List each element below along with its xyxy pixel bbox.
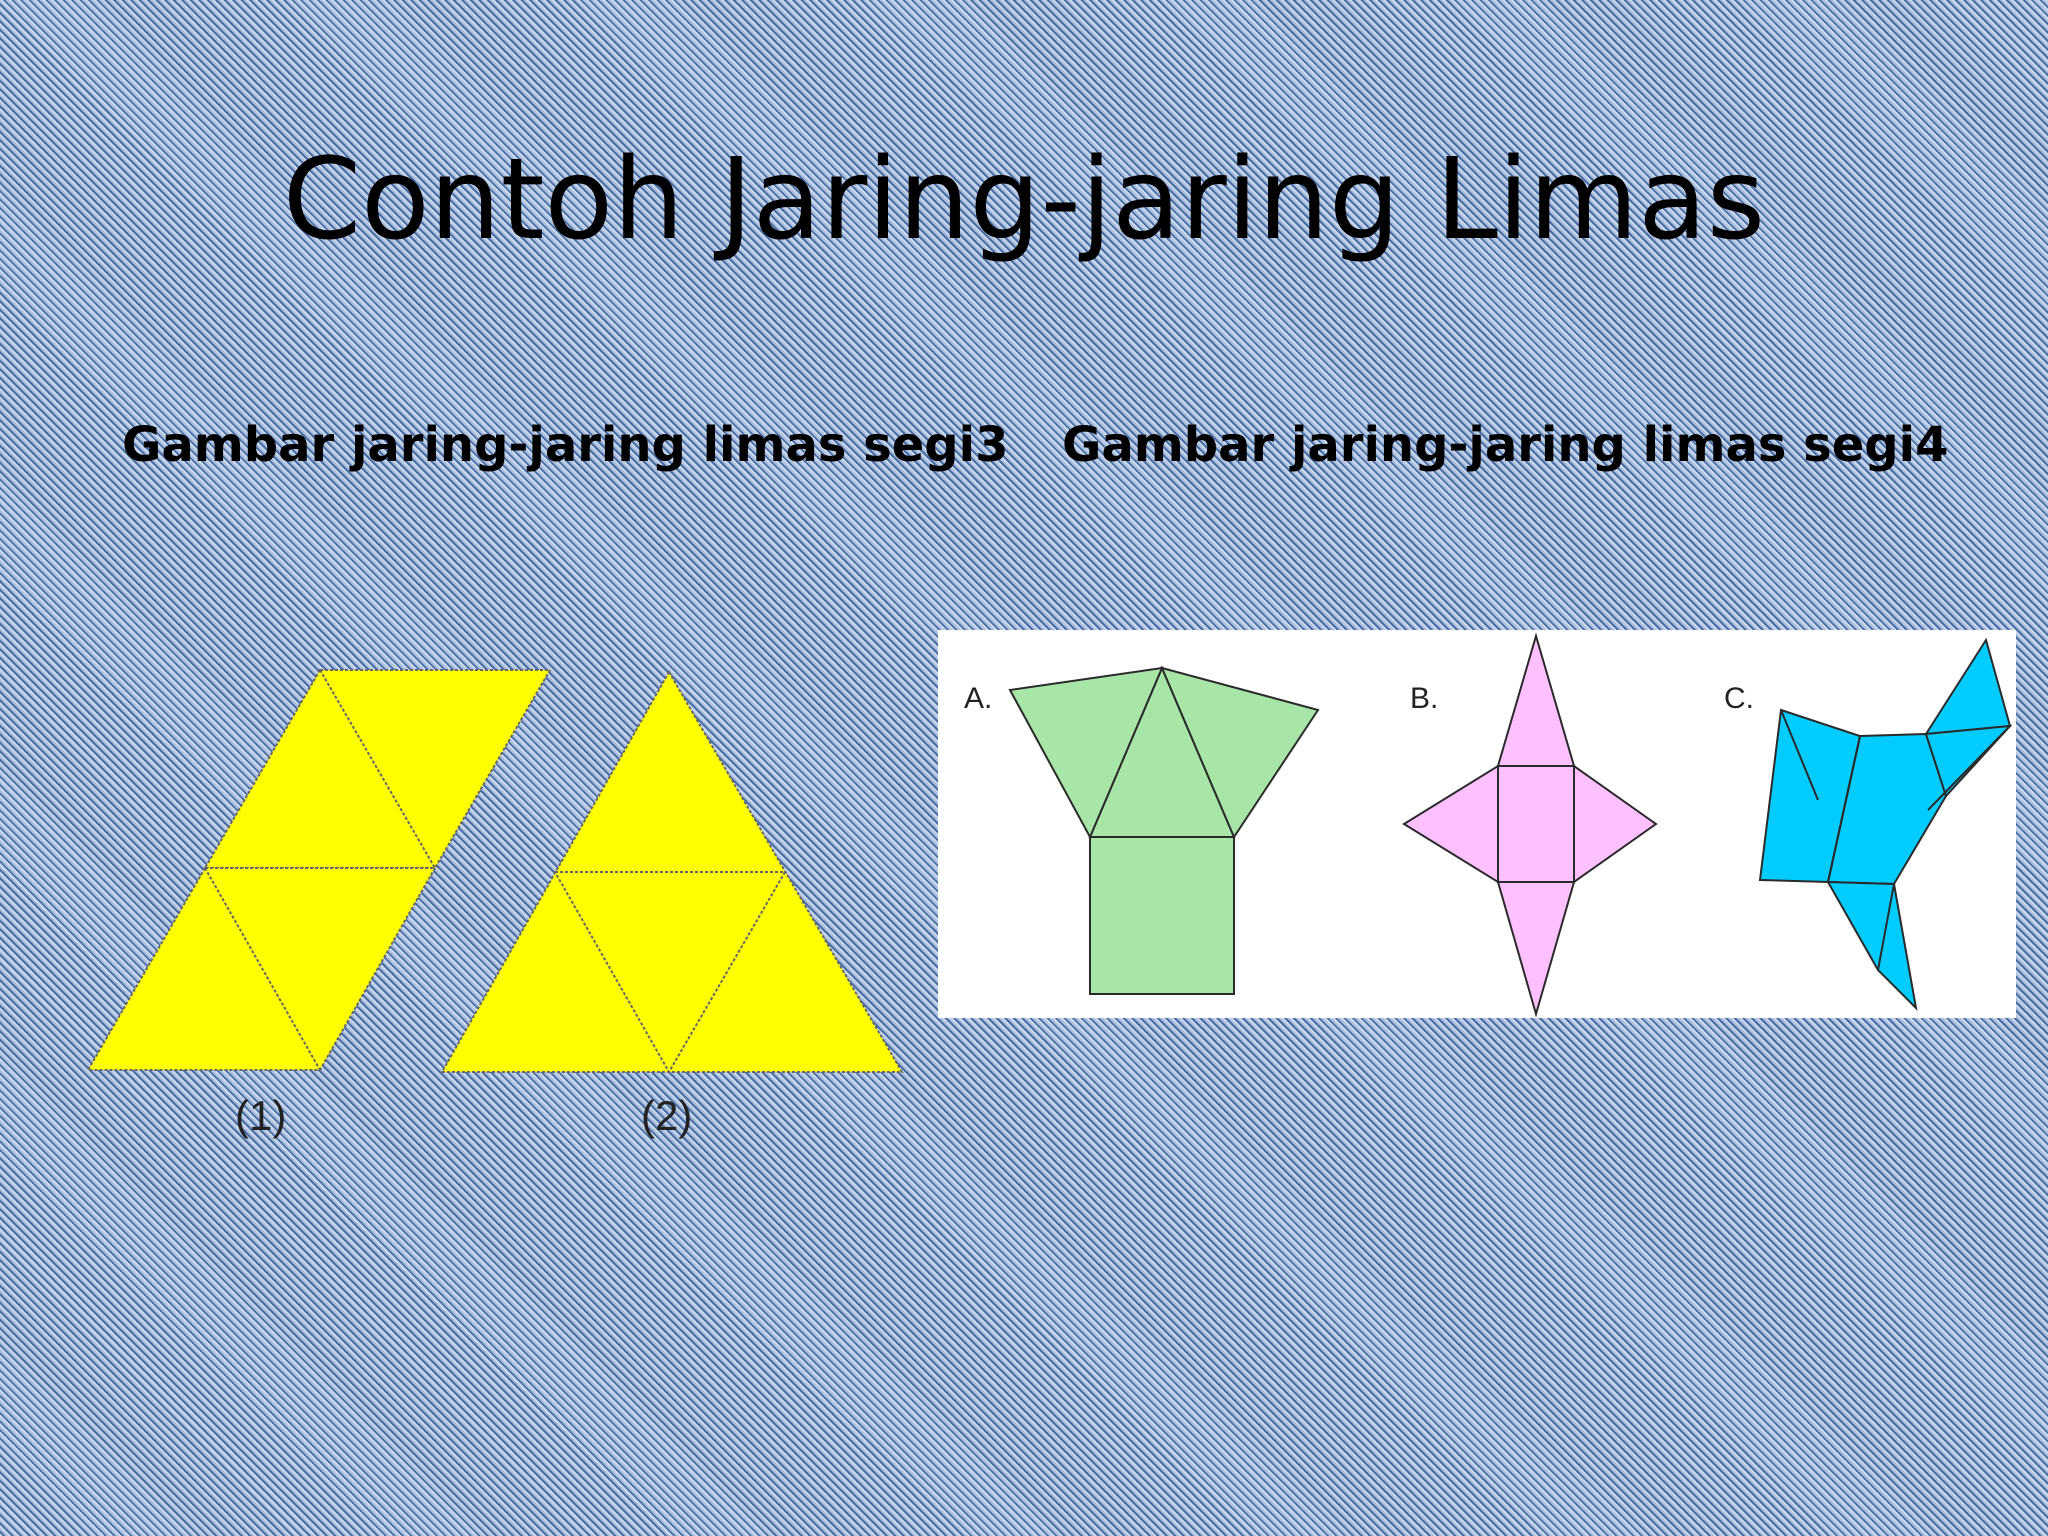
net-2-label: (2) <box>641 1092 692 1139</box>
net-1-parallelogram <box>86 669 552 1071</box>
net-c-inner-line <box>1780 709 1819 801</box>
net-c-inner-line <box>1827 735 1861 883</box>
net-c <box>1758 637 2013 1011</box>
slide-title: Contoh Jaring-jaring Limas <box>282 135 1766 265</box>
triangular-nets-figure: (1) (2) <box>86 669 904 1139</box>
subtitle-square-pyramid: Gambar jaring-jaring limas segi4 <box>1062 417 1949 473</box>
net-b-top-face <box>1496 632 1576 767</box>
net-b-right-face <box>1573 764 1658 884</box>
net-a <box>1008 665 1320 995</box>
net-1-face-top <box>203 669 552 869</box>
net-2-triangle <box>440 669 904 1075</box>
net-c-inner-line <box>1877 883 1895 971</box>
net-c-label: C. <box>1724 682 1754 715</box>
square-pyramid-nets: A. B. C. <box>938 630 2016 1018</box>
net-a-base-square <box>1089 836 1235 995</box>
net-a-right-face <box>1160 666 1320 840</box>
net-1-inner-line <box>204 867 321 1071</box>
triangular-pyramid-nets: (1) (2) <box>80 660 920 1150</box>
net-b-base-square <box>1497 765 1575 883</box>
net-a-label: A. <box>964 682 992 715</box>
net-b-left-face <box>1402 764 1499 884</box>
subtitle-triangular-pyramid: Gambar jaring-jaring limas segi3 <box>122 417 1009 473</box>
net-c-bottom-face <box>1826 880 1918 1011</box>
net-1-label: (1) <box>235 1092 286 1139</box>
net-1-inner-line <box>319 669 436 869</box>
net-c-top-face <box>1924 637 2012 736</box>
net-b-label: B. <box>1410 682 1438 715</box>
net-b <box>1402 632 1658 1018</box>
net-c-inner-line <box>1927 725 2011 811</box>
net-a-left-face <box>1008 666 1164 840</box>
net-b-bottom-face <box>1496 881 1576 1018</box>
square-nets-figure: A. B. C. <box>964 632 2013 1018</box>
net-c-right-face <box>1924 724 2013 798</box>
